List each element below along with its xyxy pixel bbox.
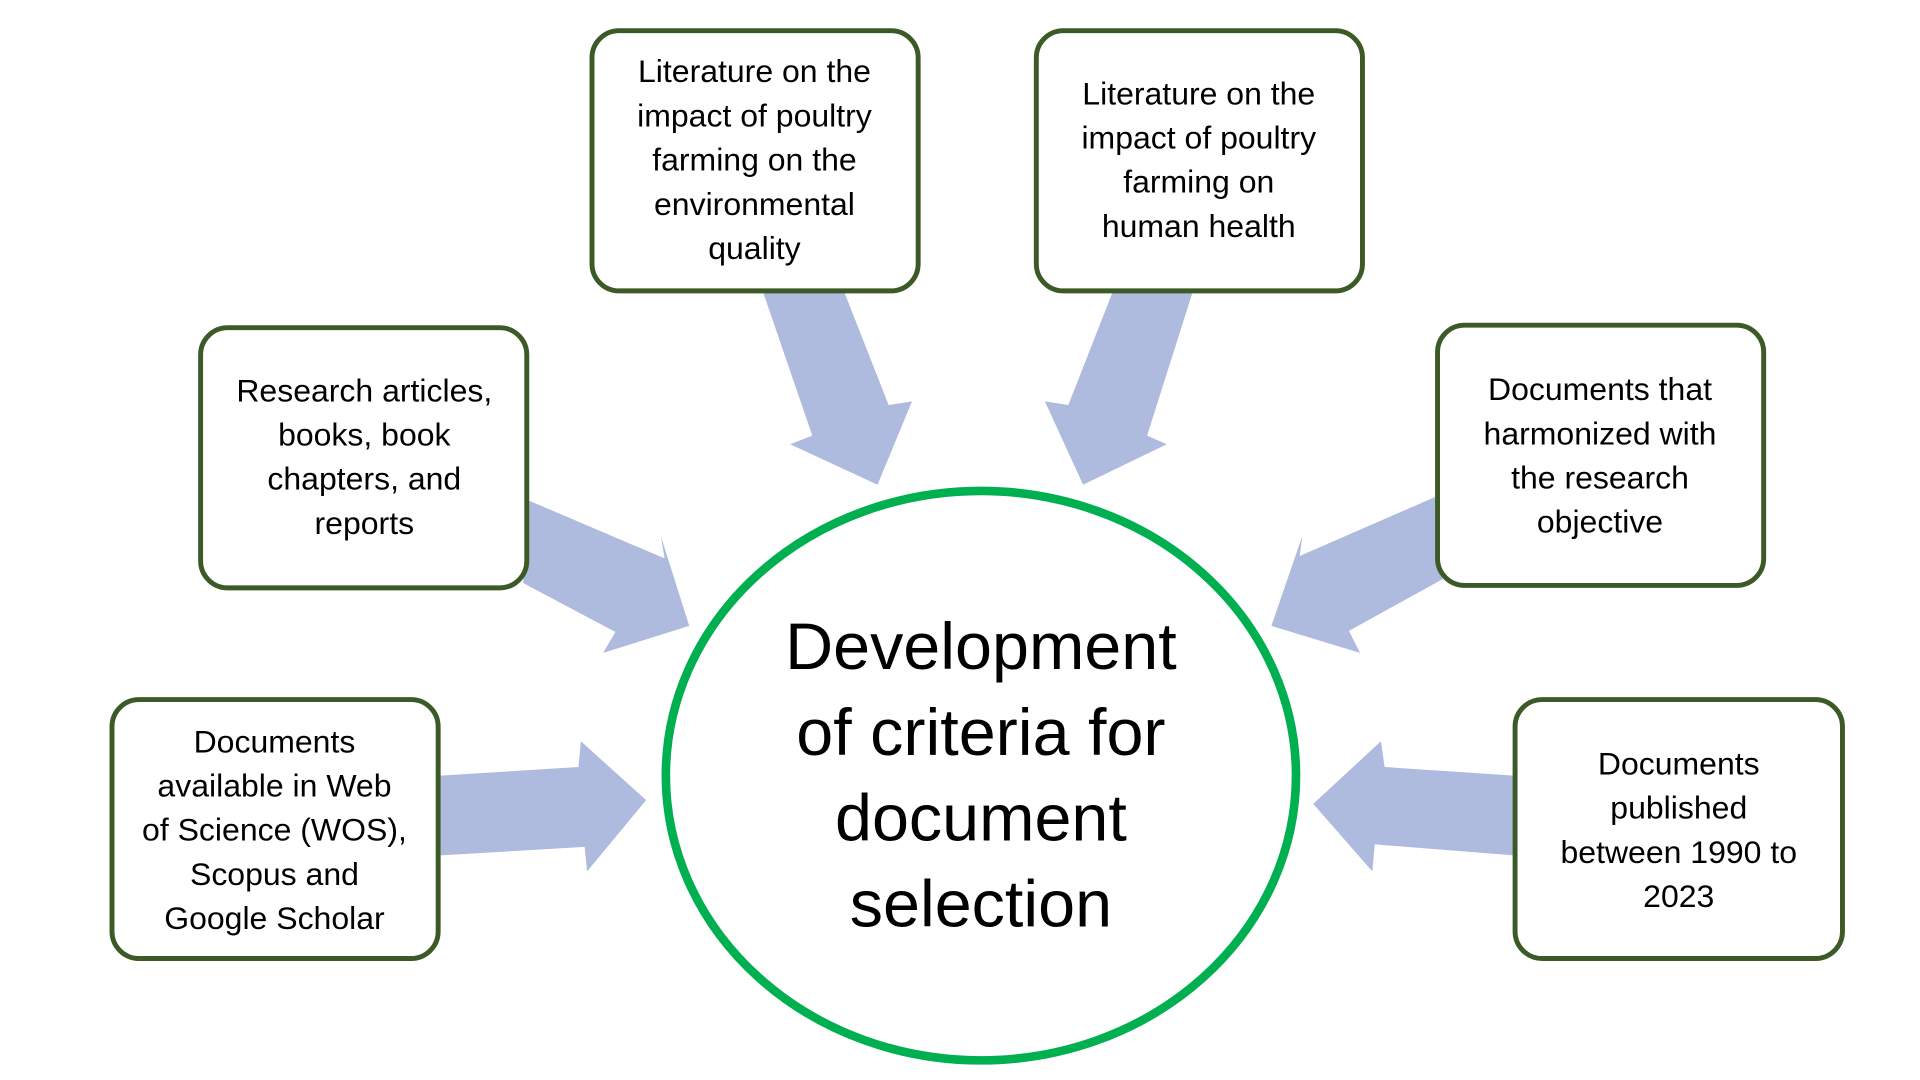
box-line: books, book [278,417,452,453]
arrow-objective [1271,497,1443,653]
box-research-objective: Documents that harmonized with the resea… [1435,322,1767,588]
center-line: document [835,782,1127,856]
box-publication-years: Documents published between 1990 to 2023 [1512,697,1845,961]
box-line: farming on the [652,142,856,178]
box-line: Scopus and [190,856,359,892]
box-line: Research articles, [236,372,492,408]
center-line: Development [785,610,1177,684]
box-line: Documents that [1488,371,1712,407]
box-line: impact of poultry [637,97,872,133]
box-databases: Documents available in Web of Science (W… [109,697,441,961]
center-line: selection [850,868,1112,942]
box-line: reports [315,505,415,541]
box-line: the research [1511,459,1689,495]
box-line: Literature on the [1082,75,1315,111]
box-line: chapters, and [267,461,461,497]
arrow-health [1044,292,1193,485]
box-document-types: Research articles, books, book chapters,… [198,325,530,591]
box-line: harmonized with [1484,415,1717,451]
box-line: environmental [654,186,855,222]
box-line: human health [1102,208,1296,244]
arrow-env [763,292,912,485]
box-line: published [1610,790,1747,826]
box-line: quality [708,230,800,266]
center-line: of criteria for [796,696,1165,770]
box-health-literature: Literature on the impact of poultry farm… [1033,28,1365,294]
box-line: Literature on the [638,53,871,89]
arrow-years [1313,741,1514,872]
box-line: impact of poultry [1081,120,1316,156]
box-line: available in Web [157,768,391,804]
box-line: of Science (WOS), [142,812,407,848]
box-line: 2023 [1643,878,1714,914]
box-line: objective [1537,504,1663,540]
arrow-types [523,500,690,653]
box-line: Documents [1598,745,1760,781]
box-line: farming on [1123,164,1274,200]
arrow-databases [440,741,647,872]
box-line: between 1990 to [1561,834,1798,870]
box-line: Google Scholar [164,900,385,936]
box-line: Documents [194,723,356,759]
box-environmental-literature: Literature on the impact of poultry farm… [589,28,921,294]
center-node: Development of criteria for document sel… [661,486,1301,1065]
